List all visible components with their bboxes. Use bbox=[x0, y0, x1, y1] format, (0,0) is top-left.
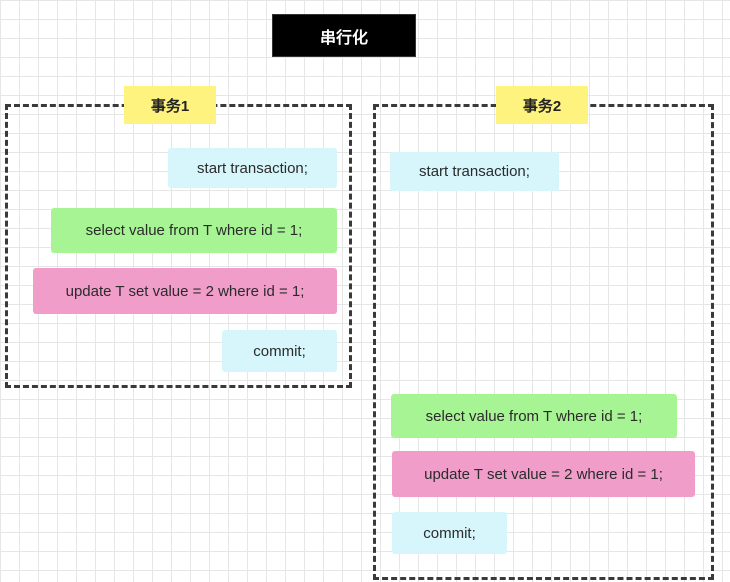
transaction-2-label: 事务2 bbox=[496, 86, 588, 124]
t2-commit: commit; bbox=[392, 512, 507, 554]
t2-select-statement: select value from T where id = 1; bbox=[391, 394, 677, 438]
t1-commit: commit; bbox=[222, 330, 337, 372]
transaction-1-label: 事务1 bbox=[124, 86, 216, 124]
t2-update-statement: update T set value = 2 where id = 1; bbox=[392, 451, 695, 497]
t1-update-statement: update T set value = 2 where id = 1; bbox=[33, 268, 337, 314]
t1-select-statement: select value from T where id = 1; bbox=[51, 208, 337, 253]
diagram-title: 串行化 bbox=[272, 14, 416, 57]
t2-start-transaction: start transaction; bbox=[390, 152, 559, 191]
t1-start-transaction: start transaction; bbox=[168, 148, 337, 188]
